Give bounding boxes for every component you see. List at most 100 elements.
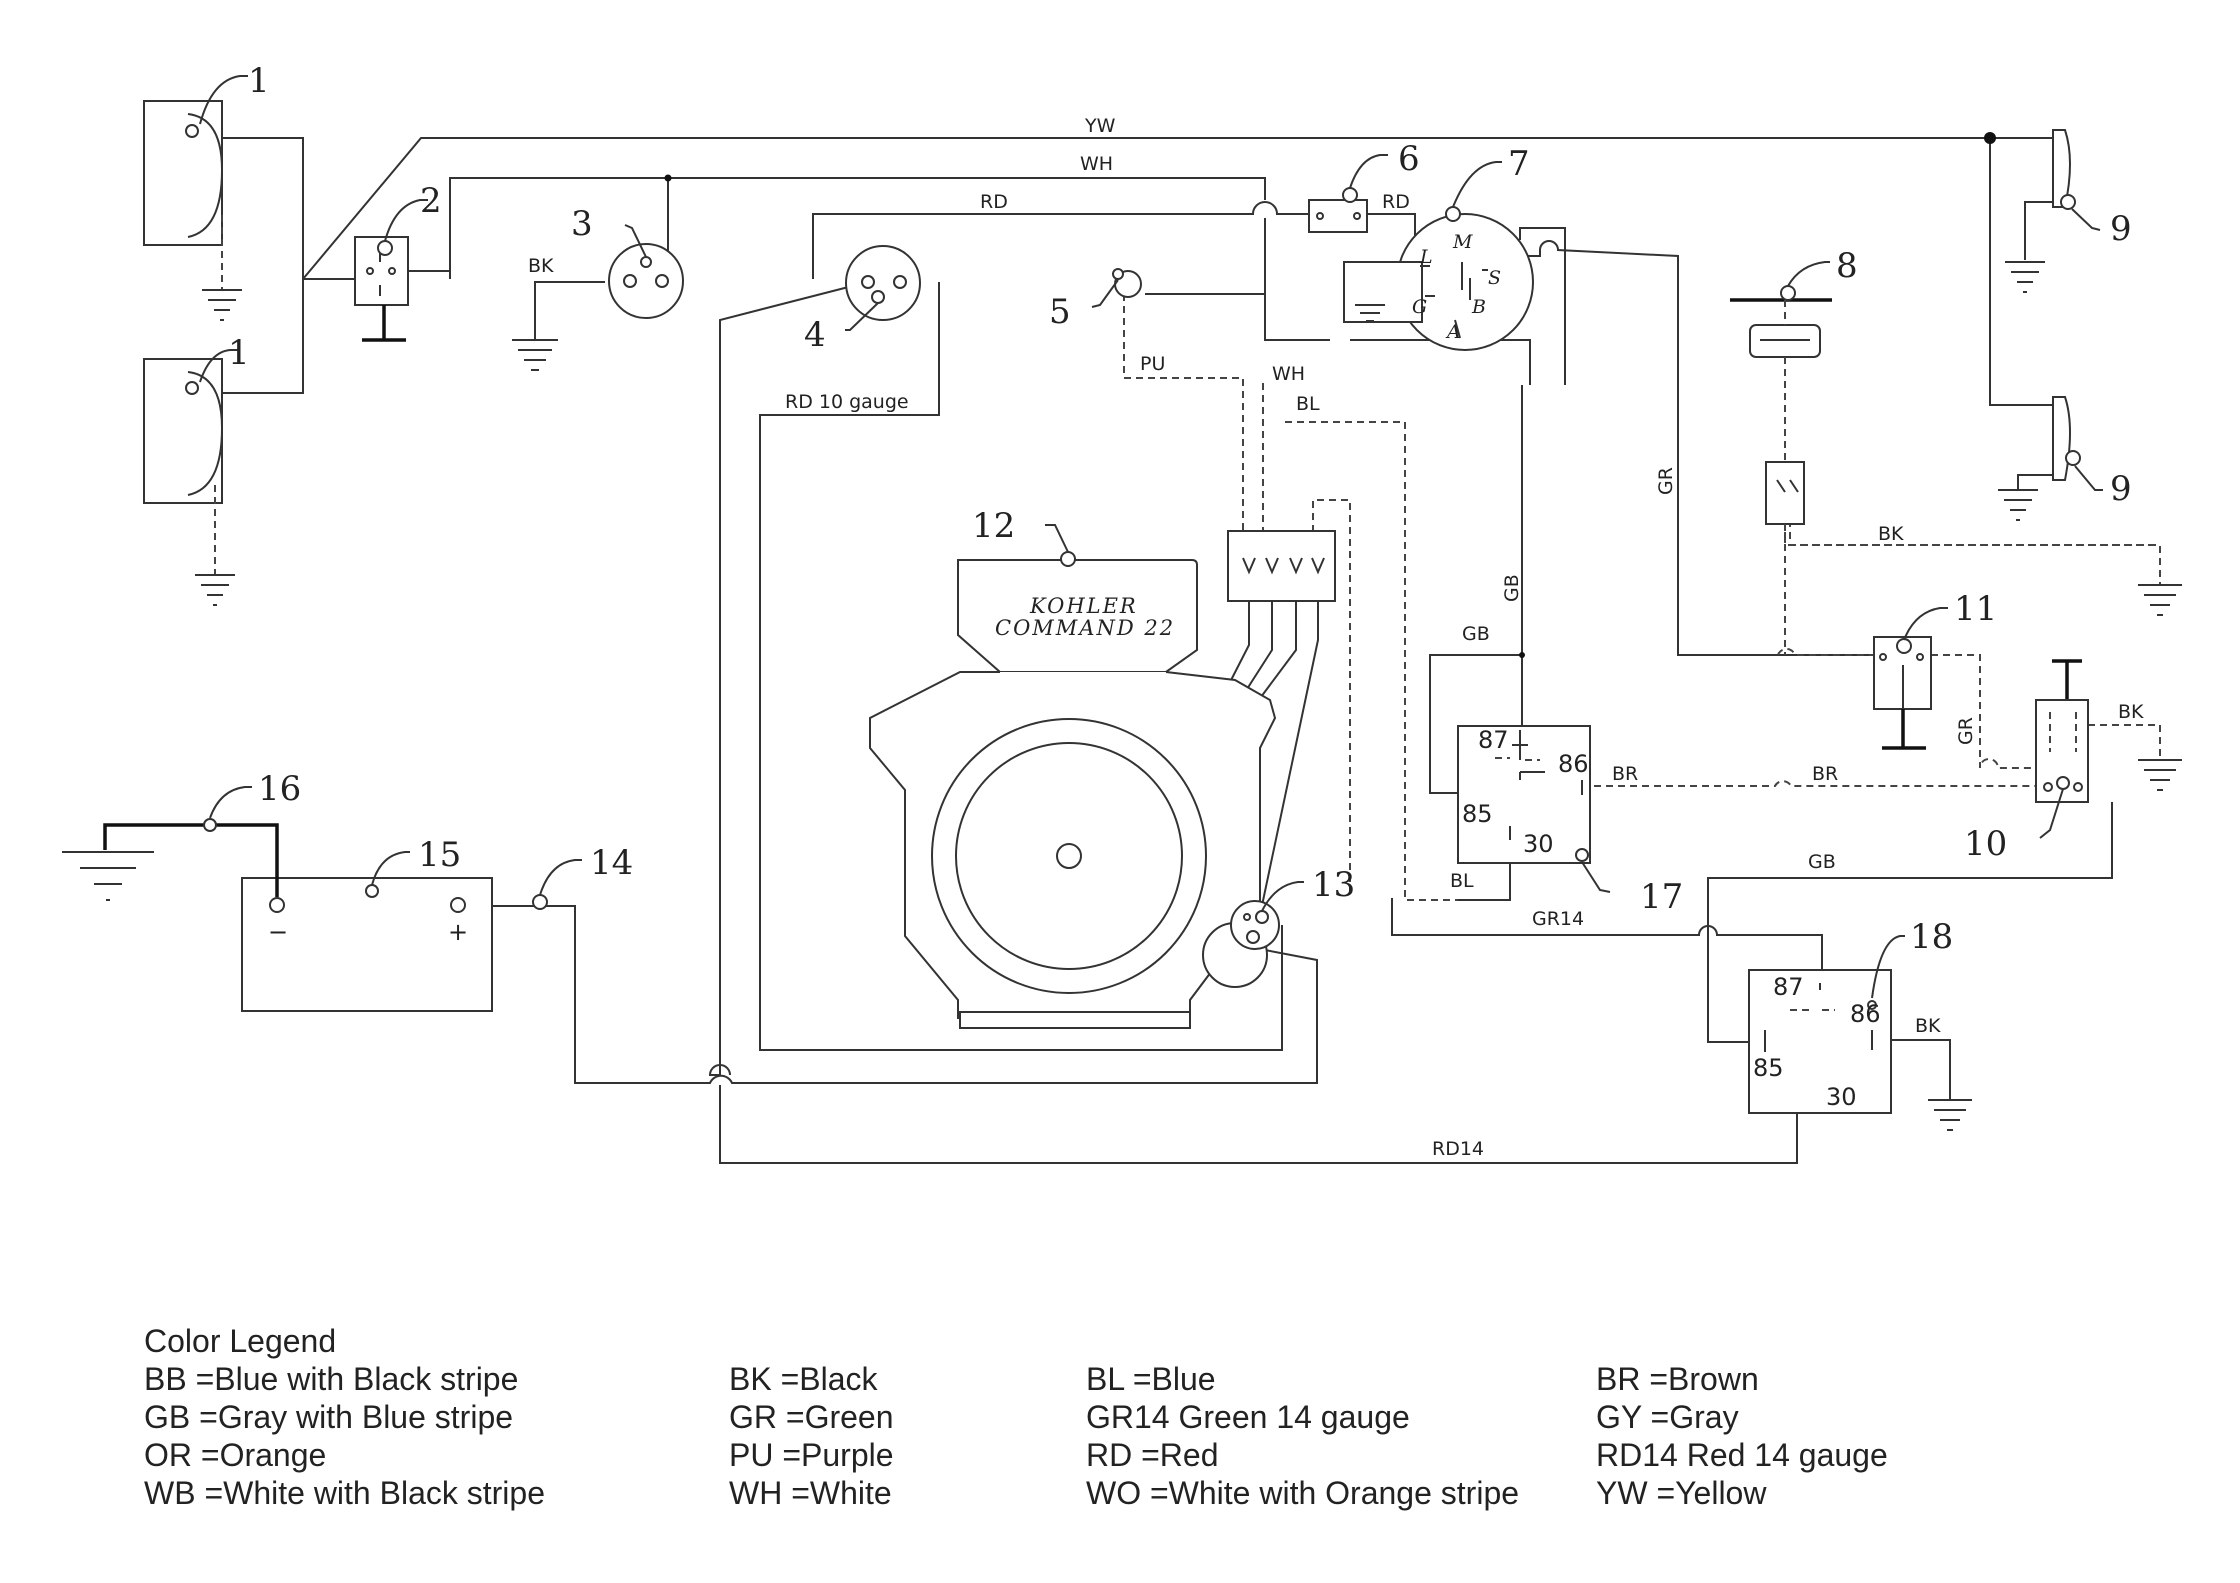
socket-4 — [845, 245, 921, 321]
legend-title: Color Legend — [144, 1323, 337, 1359]
callout-16: 16 — [258, 769, 301, 809]
label-bk-10: BK — [2118, 701, 2144, 723]
label-rd10: RD 10 gauge — [785, 391, 909, 413]
wire-bl-mid — [1285, 421, 1458, 901]
legend-row: BB =Blue with Black stripe BK =Black BL … — [144, 1360, 2044, 1398]
switch-6 — [1308, 187, 1368, 233]
callout-12: 12 — [972, 506, 1015, 546]
starter-13 — [1230, 900, 1280, 950]
wire-ign-s — [1519, 227, 1566, 385]
label-wh-mid: WH — [1272, 363, 1305, 385]
wire-rd10 — [759, 282, 1283, 1051]
battery-neg-label: − — [268, 918, 288, 946]
label-rd-switch: RD — [1382, 191, 1410, 213]
label-yw: YW — [1084, 115, 1116, 137]
legend-entry: WH =White — [729, 1475, 892, 1511]
wire-rd-starter-loop — [708, 281, 869, 1076]
label-bl-17: BL — [1450, 870, 1474, 892]
socket-3 — [512, 243, 684, 371]
battery-15: − + — [241, 877, 548, 1012]
wire-junction-yw — [1984, 132, 1996, 144]
label-gr-10: GR — [1955, 717, 1977, 745]
label-br-2: BR — [1812, 763, 1838, 785]
label-gb-v: GB — [1501, 574, 1523, 602]
legend-entry: WB =White with Black stripe — [144, 1475, 545, 1511]
legend-entry: RD =Red — [1086, 1437, 1219, 1473]
ign-terminal-m: M — [1452, 231, 1473, 253]
label-pu: PU — [1140, 353, 1165, 375]
callout-5: 5 — [1049, 292, 1071, 332]
label-wh-top: WH — [1080, 153, 1113, 175]
ign-terminal-a: A — [1445, 321, 1461, 343]
callout-4: 4 — [804, 315, 826, 355]
rear-light-9-upper — [2005, 129, 2076, 293]
label-gb-18: GB — [1808, 851, 1836, 873]
wire-rd14 — [719, 1085, 1823, 1164]
wire-harness-1 — [1225, 600, 1250, 691]
headlight-lower — [143, 358, 235, 606]
light-switch-2 — [354, 236, 451, 342]
relay18-86: 86 — [1850, 1000, 1881, 1028]
callout-6: 6 — [1398, 139, 1420, 179]
label-bk-3: BK — [528, 255, 554, 277]
relay18-87: 87 — [1773, 973, 1804, 1001]
label-rd14: RD14 — [1432, 1138, 1484, 1160]
engine-label-command: COMMAND 22 — [995, 616, 1175, 640]
relay-18: 87 86 85 30 — [1748, 969, 1972, 1131]
label-gr14: GR14 — [1532, 908, 1584, 930]
legend-entry: GR14 Green 14 gauge — [1086, 1399, 1410, 1435]
ignition-switch-7: L M S G B A — [1343, 206, 1534, 351]
engine-12: KOHLER COMMAND 22 — [869, 551, 1277, 1029]
ign-terminal-g: G — [1412, 296, 1427, 318]
wire-gb-h — [1429, 654, 1522, 794]
callout-7: 7 — [1508, 144, 1530, 184]
legend-entry: YW =Yellow — [1596, 1475, 1767, 1511]
switch-10 — [2035, 659, 2182, 803]
wire-harness-4 — [1259, 600, 1319, 916]
headlight-upper — [143, 100, 242, 321]
callout-11: 11 — [1954, 589, 1997, 629]
relay-17: 87 86 85 30 — [1457, 725, 1591, 864]
relay17-86: 86 — [1558, 750, 1589, 778]
callout-18: 18 — [1910, 917, 1953, 957]
callout-numbers: 1 1 2 3 4 5 6 7 8 9 9 10 11 12 13 14 15 … — [228, 61, 2132, 957]
callout-17: 17 — [1640, 877, 1683, 917]
wire-harness-2 — [1239, 600, 1273, 701]
relay17-30: 30 — [1523, 830, 1554, 858]
legend-row: WB =White with Black stripe WH =White WO… — [144, 1474, 2044, 1512]
callout-9-upper: 9 — [2110, 209, 2132, 249]
label-bk-18: BK — [1915, 1015, 1941, 1037]
label-bk-8: BK — [1878, 523, 1904, 545]
wire-battery-pos — [458, 905, 1318, 1084]
ign-terminal-l: L — [1419, 246, 1433, 268]
wire-br — [1582, 780, 2036, 787]
legend-entry: BK =Black — [729, 1361, 878, 1397]
engine-label-kohler: KOHLER — [1029, 594, 1138, 618]
wire-bk-8 — [1784, 524, 2160, 546]
legend-row: GB =Gray with Blue stripe GR =Green GR14… — [144, 1398, 2044, 1436]
relay17-85: 85 — [1462, 800, 1493, 828]
rear-light-9-lower — [1998, 396, 2081, 521]
legend-entry: PU =Purple — [729, 1437, 894, 1473]
relay18-85: 85 — [1753, 1054, 1784, 1082]
wire-rd — [812, 201, 1309, 279]
wire-bk-10 — [2088, 724, 2161, 760]
legend-entry: RD14 Red 14 gauge — [1596, 1437, 1888, 1473]
label-gb-h: GB — [1462, 623, 1490, 645]
legend-row: OR =Orange PU =Purple RD =Red RD14 Red 1… — [144, 1436, 2044, 1474]
callout-13: 13 — [1312, 865, 1355, 905]
callout-3: 3 — [571, 204, 593, 244]
relay18-30: 30 — [1826, 1083, 1857, 1111]
label-gr-8: GR — [1655, 467, 1677, 495]
wire-ign-m — [1500, 240, 1870, 656]
wire-yw-headlight-upper — [222, 137, 304, 394]
wire-gr-11 — [1777, 648, 1874, 656]
legend-entry: GB =Gray with Blue stripe — [144, 1399, 514, 1435]
ign-terminal-b: B — [1471, 296, 1486, 318]
battery-pos-label: + — [448, 918, 468, 946]
wire-gr-10 — [1931, 654, 2045, 769]
callout-10: 10 — [1964, 824, 2007, 864]
label-rd-top: RD — [980, 191, 1008, 213]
wire-conn-4 — [1312, 499, 1351, 895]
